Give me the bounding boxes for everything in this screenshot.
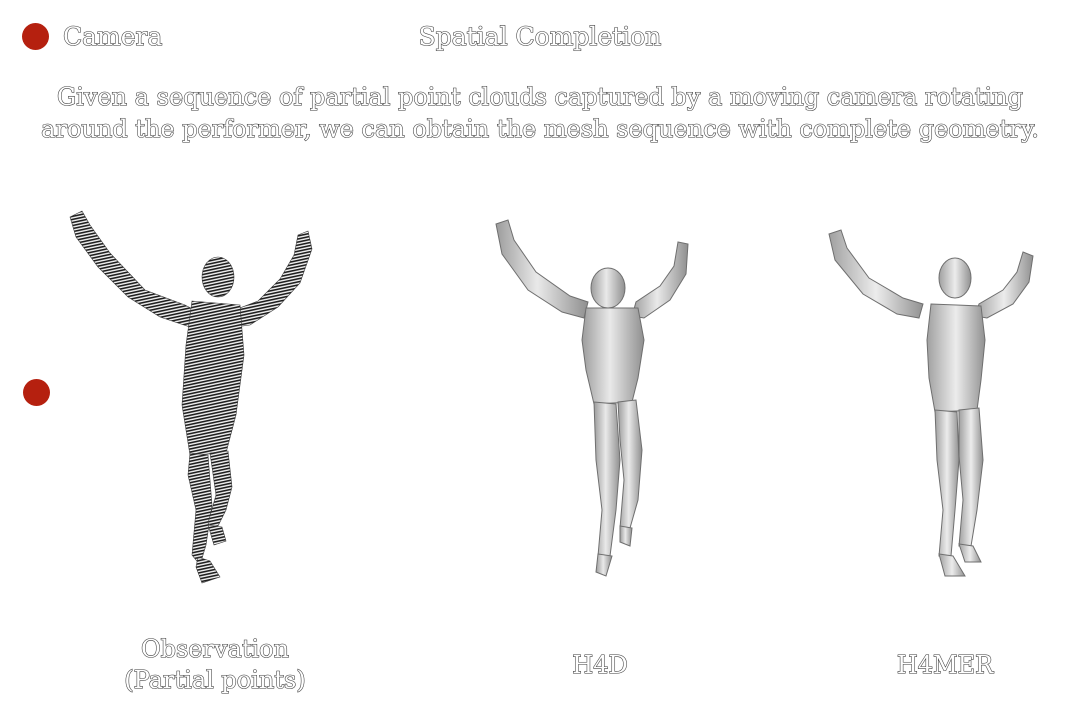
legend-label: Camera	[62, 21, 163, 51]
camera-position-icon	[23, 379, 50, 406]
caption-observation-line2: (Partial points)	[124, 665, 307, 694]
description-text: Given a sequence of partial point clouds…	[41, 82, 1040, 143]
partial-point-cloud-figure	[69, 210, 313, 584]
caption-observation: Observation (Partial points)	[90, 634, 340, 696]
h4d-mesh-figure	[495, 219, 689, 577]
page-title: Spatial Completion	[418, 21, 662, 51]
h4mer-mesh-figure	[828, 229, 1034, 577]
caption-h4d: H4D	[572, 650, 629, 679]
caption-h4mer: H4MER	[896, 650, 994, 679]
camera-legend-dot-icon	[22, 23, 49, 50]
caption-observation-line1: Observation	[140, 634, 290, 663]
